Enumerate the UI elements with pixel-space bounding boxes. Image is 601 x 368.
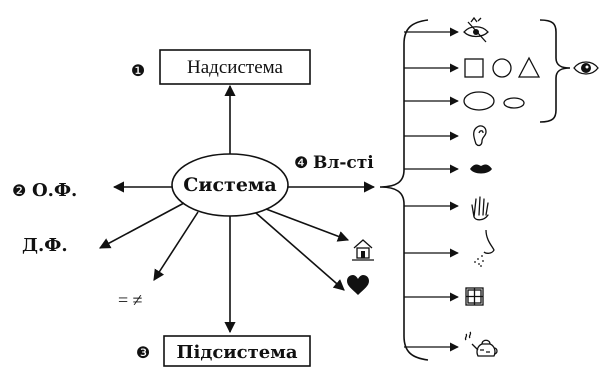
subsystem-label: Підсистема <box>176 342 297 363</box>
vision-brace <box>539 19 571 123</box>
subsystem-node: Підсистема ❸ <box>136 216 311 367</box>
lips-icon <box>470 164 492 174</box>
subsystem-badge: ❸ <box>136 345 150 362</box>
properties-branch: ❹ Вл-сті <box>288 153 376 193</box>
relation-branch: = ≠ <box>118 211 199 310</box>
supersystem-label: Надсистема <box>187 57 283 78</box>
system-label: Система <box>183 174 276 196</box>
house-arrow <box>265 208 350 242</box>
system-node: Система <box>171 153 289 217</box>
eye-icon <box>573 61 599 75</box>
action-branch: Д.Ф. <box>22 202 185 256</box>
supersystem-node: Надсистема ❶ <box>131 49 311 154</box>
ovals-icon <box>463 91 525 111</box>
house-icon <box>352 239 374 261</box>
heart-icon <box>347 275 369 295</box>
properties-label: Вл-сті <box>313 153 374 173</box>
properties-badge: ❹ <box>294 155 308 172</box>
form-label: О.Ф. <box>32 180 77 201</box>
properties-brace <box>379 19 429 361</box>
action-label: Д.Ф. <box>22 235 68 256</box>
heart-arrow <box>255 212 345 291</box>
ear-icon <box>473 125 487 147</box>
nose-icon <box>474 229 495 267</box>
eye-crossed-icon <box>463 16 489 43</box>
supersystem-badge: ❶ <box>131 63 145 80</box>
form-badge: ❷ <box>12 183 26 200</box>
hand-icon <box>471 196 489 221</box>
kettle-icon <box>464 331 498 357</box>
relation-label: = ≠ <box>118 290 143 310</box>
form-branch: ❷ О.Ф. <box>12 180 172 201</box>
shapes-icon <box>464 56 541 78</box>
brace-arrows <box>404 27 459 352</box>
window-icon <box>465 287 484 306</box>
